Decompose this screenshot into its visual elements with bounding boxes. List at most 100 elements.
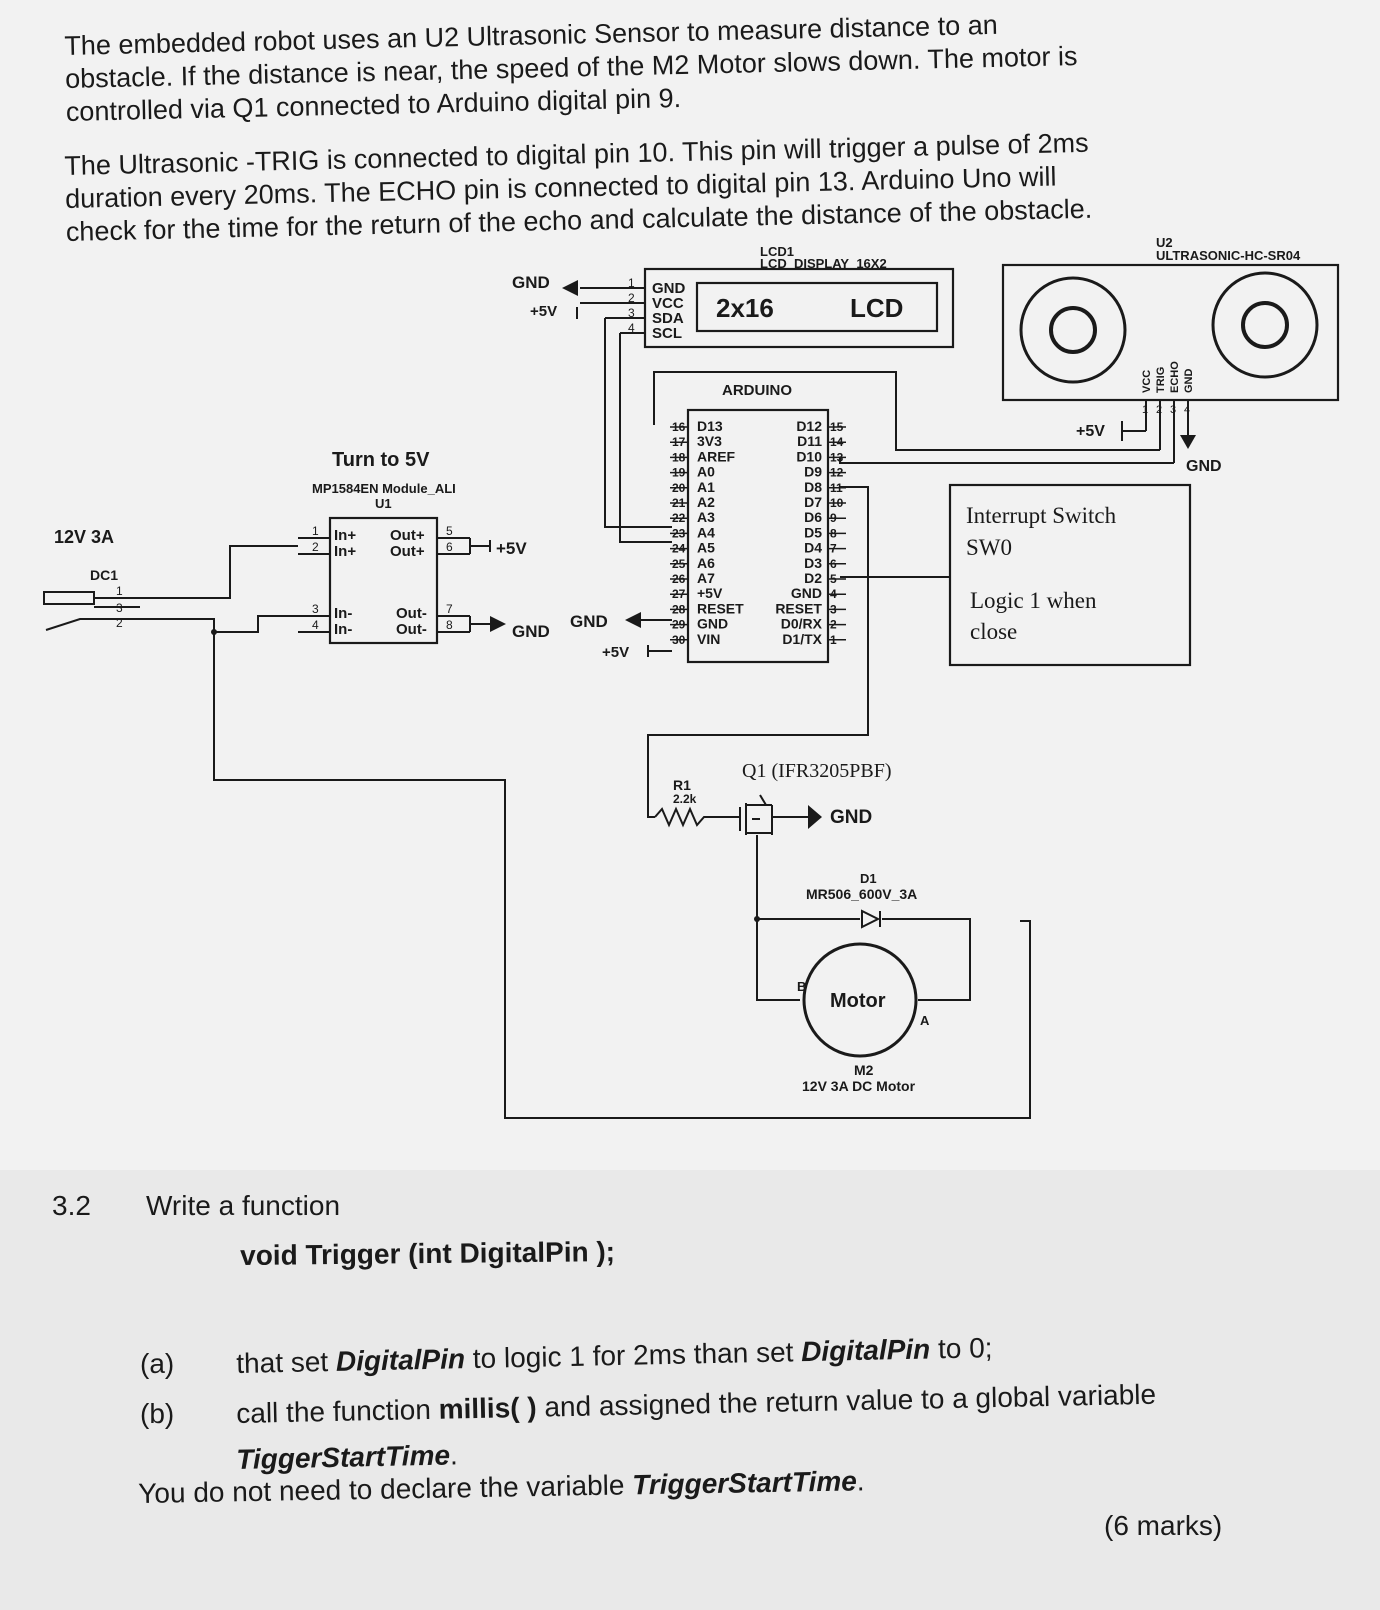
motor-ref: M2: [854, 1062, 874, 1078]
arduino-right-pin-8: D4: [804, 540, 822, 556]
question-number: 3.2: [52, 1190, 91, 1221]
mosfet-gnd-arrow: [808, 805, 822, 829]
ultrasonic-pin-trig: TRIG: [1155, 367, 1167, 393]
ultrasonic-gnd-label: GND: [1186, 458, 1222, 475]
switch-line-3: Logic 1 when: [970, 588, 1097, 613]
dc-jack-pin-1: 1: [116, 584, 123, 598]
resistor-value: 2.2k: [673, 792, 697, 806]
motor-m2: Motor B A M2 12V 3A DC Motor: [797, 921, 971, 1094]
ultrasonic-vcc-label: +5V: [1076, 423, 1105, 440]
regulator-vout-label: +5V: [496, 539, 527, 558]
motor-terminal-a: A: [920, 1013, 930, 1028]
arduino-left-pin-4: A1: [697, 479, 715, 495]
item-a-text-3: to 0;: [929, 1332, 993, 1365]
ultrasonic-transducer-left: [1019, 276, 1127, 384]
diode-d1: D1 MR506_600V_3A: [754, 871, 971, 1001]
arduino-left-pin-2: AREF: [697, 448, 736, 464]
item-b-bold: millis( ): [438, 1391, 537, 1425]
arduino-right-pin-14: D1/TX: [782, 631, 822, 647]
switch-line-1: Interrupt Switch: [966, 503, 1117, 528]
motor-part: 12V 3A DC Motor: [802, 1078, 916, 1094]
regulator-outline: [328, 516, 439, 645]
arduino-right-pin-6: D6: [804, 509, 822, 525]
regulator-in-pin-2: In+: [334, 543, 356, 560]
regulator-pin-num-8: 8: [446, 618, 453, 632]
lcd-pin-vcc: VCC: [652, 295, 684, 312]
arduino-board: ARDUINO D13163V317AREF18A019A120A221A322…: [570, 382, 846, 664]
regulator-gnd-label: GND: [512, 622, 550, 641]
lcd-ref: LCD1: [760, 244, 794, 259]
item-b-variable: TiggerStartTime.: [236, 1439, 458, 1476]
arduino-left-pin-1: 3V3: [697, 433, 722, 449]
arduino-label: ARDUINO: [722, 382, 792, 399]
dc-jack-ref: DC1: [90, 567, 118, 583]
regulator-pin-num-4: 4: [312, 618, 319, 632]
ultrasonic-sensor: U2 ULTRASONIC-HC-SR04 VCC TRIG ECHO GND …: [653, 235, 1340, 475]
arduino-right-pin-9: D3: [804, 555, 822, 571]
regulator-in-pin-3: In-: [334, 605, 352, 622]
lcd-pin-num-2: 2: [628, 291, 635, 305]
lcd-outline: [643, 267, 955, 349]
lcd-pin-num-3: 3: [628, 306, 635, 320]
question-title: Write a function: [146, 1190, 341, 1221]
arduino-outline: [686, 408, 830, 664]
gate-wire: [647, 486, 869, 818]
motor-label: Motor: [830, 990, 886, 1012]
resistor-ref: R1: [673, 777, 691, 793]
item-b-label: (b): [140, 1398, 175, 1429]
mosfet-gnd-label: GND: [830, 807, 872, 828]
arduino-right-pin-7: D5: [804, 524, 822, 540]
dc-jack-body: [43, 591, 95, 605]
lcd-pin-num-4: 4: [628, 321, 635, 335]
arduino-left-pin-8: A5: [697, 540, 715, 556]
switch-outline: [948, 483, 1192, 667]
diode-part: MR506_600V_3A: [806, 886, 917, 902]
arduino-left-pin-0: D13: [697, 418, 723, 434]
lcd-screen: [695, 281, 939, 333]
mosfet-q1: Q1 (IFR3205PBF) GND: [739, 760, 891, 1001]
ultrasonic-outline: [1001, 263, 1340, 402]
circuit-schematic: LCD1 LCD_DISPLAY_16X2 2x16 LCD GND VCC S…: [43, 235, 1340, 1119]
dc-jack-pin-2: 2: [116, 616, 123, 630]
item-b-em: TiggerStartTime: [236, 1439, 451, 1475]
arduino-left-pin-5: A2: [697, 494, 715, 510]
ultrasonic-pin-vcc: VCC: [1141, 370, 1153, 393]
question-page-area: [0, 1170, 1380, 1610]
lcd-vcc-label: +5V: [530, 303, 557, 320]
switch-line-4: close: [970, 619, 1017, 644]
switch-line-2: SW0: [966, 535, 1012, 560]
dc-jack: 12V 3A DC1 1 3 2: [43, 527, 1031, 1119]
arduino-gnd-arrow: [625, 612, 641, 628]
mosfet-label: Q1 (IFR3205PBF): [742, 760, 891, 782]
regulator-out-pin-5: Out+: [390, 527, 425, 544]
motor-terminal-b: B: [797, 979, 806, 994]
lcd-pin-num-1: 1: [628, 276, 635, 290]
regulator-in-pin-4: In-: [334, 621, 352, 638]
arduino-gnd-label: GND: [570, 612, 608, 631]
arduino-right-pin-4: D8: [804, 479, 822, 495]
lcd-pin-gnd: GND: [652, 280, 686, 297]
ultrasonic-ref: U2: [1156, 235, 1173, 250]
item-a-text-1: that set: [236, 1345, 337, 1379]
lcd-module: LCD1 LCD_DISPLAY_16X2 2x16 LCD GND VCC S…: [512, 244, 955, 543]
arduino-left-pin-13: GND: [697, 616, 728, 632]
arduino-left-pin-10: A7: [697, 570, 715, 586]
regulator-pin-num-1: 1: [312, 524, 319, 538]
lcd-gnd-arrow: [562, 280, 578, 296]
regulator-pin-num-2: 2: [312, 540, 319, 554]
item-b-text-1: call the function: [236, 1393, 439, 1429]
regulator-part: MP1584EN Module_ALI: [312, 481, 456, 496]
arduino-left-pin-7: A4: [697, 524, 715, 540]
arduino-left-pin-9: A6: [697, 555, 715, 571]
diode-symbol: [861, 909, 881, 929]
regulator-pin-num-7: 7: [446, 602, 453, 616]
resistor-r1: R1 2.2k: [654, 777, 740, 828]
arduino-left-pin-12: RESET: [697, 600, 744, 616]
arduino-left-pin-11: +5V: [697, 585, 723, 601]
arduino-left-pin-14: VIN: [697, 631, 720, 647]
item-a-text-2: to logic 1 for 2ms than set: [464, 1336, 802, 1375]
regulator-pin-num-5: 5: [446, 524, 453, 538]
lcd-label-2x16: 2x16: [716, 293, 774, 323]
lcd-gnd-label: GND: [512, 273, 550, 292]
